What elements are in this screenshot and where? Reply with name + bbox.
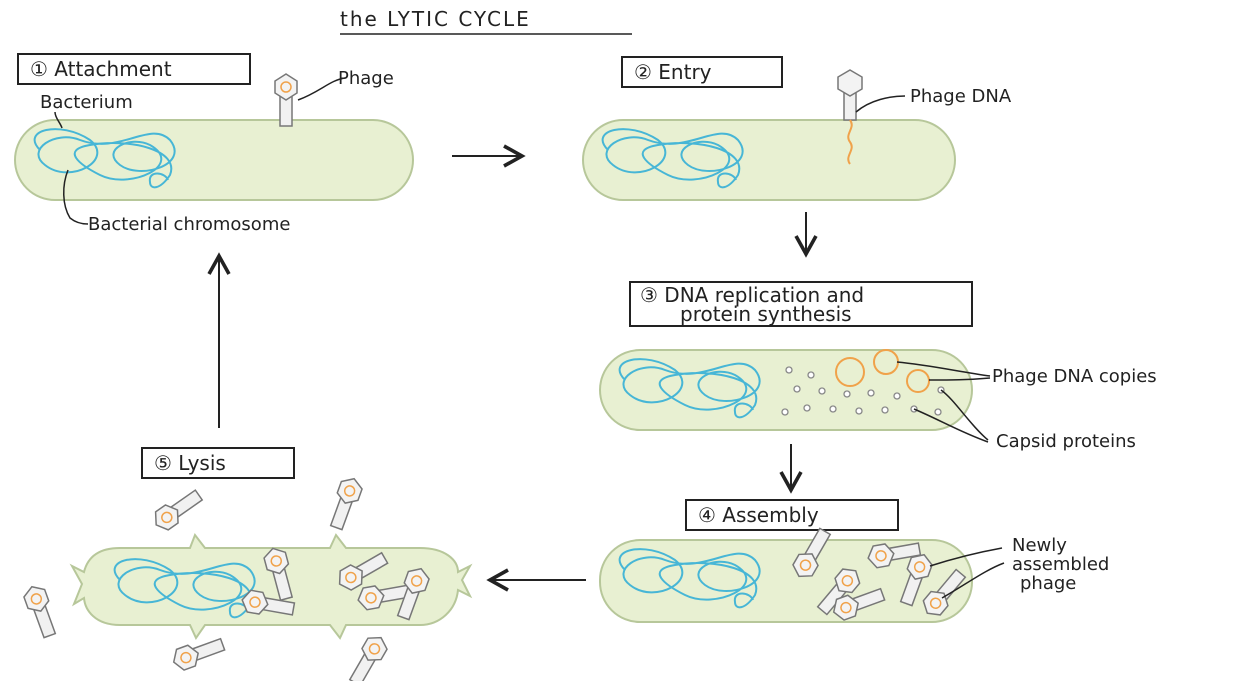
phage-dna-text: Phage DNA — [910, 86, 1012, 107]
newly-assembled-text-3: phage — [1020, 573, 1076, 594]
step-attachment: ① Attachment Phage Bacterium Bacterial c… — [15, 54, 413, 235]
step-replication: ③ DNA replication and protein synthesis — [600, 282, 1157, 452]
step-assembly: ④ Assembly Newly assembled phage — [600, 500, 1109, 622]
phage-text: Phage — [338, 68, 394, 89]
step-entry-label: ② Entry — [634, 60, 712, 84]
step-assembly-label: ④ Assembly — [698, 503, 819, 527]
step-lysis-label: ⑤ Lysis — [154, 451, 226, 475]
phage-attached — [275, 74, 297, 126]
newly-assembled-text-2: assembled — [1012, 554, 1109, 575]
diagram-title: the LYTIC CYCLE — [340, 7, 531, 31]
newly-assembled-text-1: Newly — [1012, 535, 1067, 556]
step-replication-label-line2: protein synthesis — [680, 302, 852, 326]
bacterial-chromosome-text: Bacterial chromosome — [88, 214, 290, 235]
bacterium-text: Bacterium — [40, 92, 133, 113]
phage-dna-leader — [856, 96, 905, 112]
capsid-proteins-text: Capsid proteins — [996, 431, 1136, 452]
step-lysis: ⑤ Lysis — [22, 448, 470, 681]
step-attachment-label: ① Attachment — [30, 57, 172, 81]
step-entry: ② Entry Phage DNA — [583, 57, 1012, 200]
phage-dna-copies-text: Phage DNA copies — [992, 366, 1157, 387]
